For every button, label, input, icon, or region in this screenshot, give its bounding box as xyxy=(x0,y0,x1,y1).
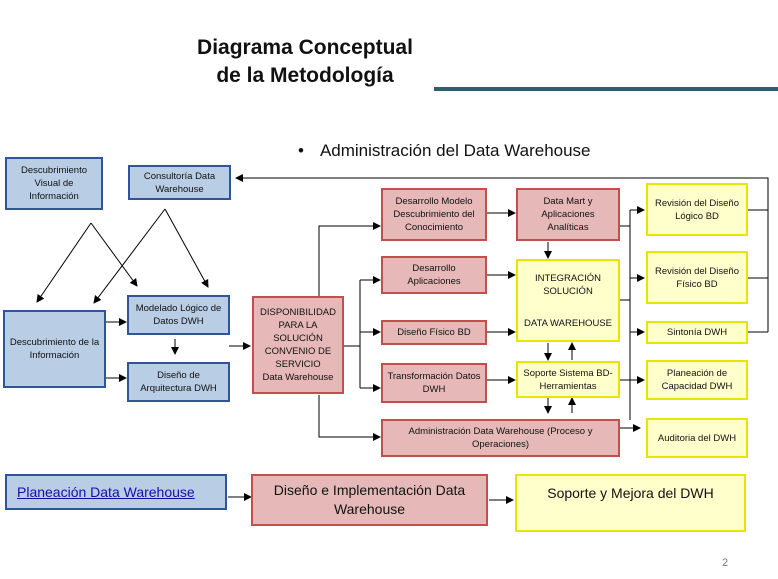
node-desarrollo-aplicaciones: Desarrollo Aplicaciones xyxy=(381,256,487,294)
node-revision-fisico: Revisión del Diseño Físico BD xyxy=(646,251,748,304)
arrow xyxy=(318,395,381,441)
node-diseno-fisico: Diseño Físico BD xyxy=(381,320,487,345)
node-modelado-logico: Modelado Lógico de Datos DWH xyxy=(127,295,230,335)
title-line-1: Diagrama Conceptual xyxy=(197,36,413,59)
node-disponibilidad: DISPONIBILIDAD PARA LA SOLUCIÓN CONVENIO… xyxy=(252,296,344,394)
bullet-glyph: • xyxy=(298,141,304,160)
phase-diseno-implementacion: Diseño e Implementación Data Warehouse xyxy=(251,474,488,526)
title-underline xyxy=(434,87,778,91)
node-auditoria: Auditoria del DWH xyxy=(646,418,748,458)
page-number: 2 xyxy=(722,557,729,569)
subtitle-text: Administración del Data Warehouse xyxy=(319,141,591,160)
phase-planeacion[interactable]: Planeación Data Warehouse xyxy=(5,474,227,510)
arrow xyxy=(36,222,92,303)
node-transformacion-datos: Transformación Datos DWH xyxy=(381,363,487,403)
node-integracion-solucion: INTEGRACIÓN SOLUCIÓN DATA WAREHOUSE xyxy=(516,259,620,342)
node-desarrollo-modelo: Desarrollo Modelo Descubrimiento del Con… xyxy=(381,188,487,241)
node-descubrimiento-informacion: Descubrimiento de la Información xyxy=(3,310,106,388)
disponibilidad-sub-label: Data Warehouse xyxy=(262,372,334,383)
node-descubrimiento-visual: Descubrimiento Visual de Información xyxy=(5,157,103,210)
arrow xyxy=(90,222,138,287)
title-line-2: de la Metodología xyxy=(216,64,394,87)
integracion-label: INTEGRACIÓN SOLUCIÓN xyxy=(535,272,601,297)
arrow xyxy=(235,174,769,332)
node-consultoria-dwh: Consultoría Data Warehouse xyxy=(128,165,231,200)
slide-title: Diagrama Conceptual de la Metodología xyxy=(150,34,460,90)
integracion-sub-label: DATA WAREHOUSE xyxy=(524,317,612,329)
node-diseno-arquitectura: Diseño de Arquitectura DWH xyxy=(127,362,230,402)
phase-soporte-mejora: Soporte y Mejora del DWH xyxy=(515,474,746,532)
arrow xyxy=(164,208,209,288)
node-administracion-dwh: Administración Data Warehouse (Proceso y… xyxy=(381,419,620,457)
node-sintonia: Sintonía DWH xyxy=(646,321,748,344)
disponibilidad-label: DISPONIBILIDAD PARA LA SOLUCIÓN CONVENIO… xyxy=(259,307,337,370)
arrow xyxy=(93,208,166,304)
node-soporte-sistema: Soporte Sistema BD-Herramientas xyxy=(516,361,620,398)
arrow xyxy=(318,222,381,296)
node-planeacion-capacidad: Planeación de Capacidad DWH xyxy=(646,360,748,400)
node-revision-logico: Revisión del Diseño Lógico BD xyxy=(646,183,748,236)
section-subtitle: • Administración del Data Warehouse xyxy=(298,141,591,161)
phase-planeacion-link[interactable]: Planeación Data Warehouse xyxy=(17,483,195,500)
node-data-mart: Data Mart y Aplicaciones Analíticas xyxy=(516,188,620,241)
